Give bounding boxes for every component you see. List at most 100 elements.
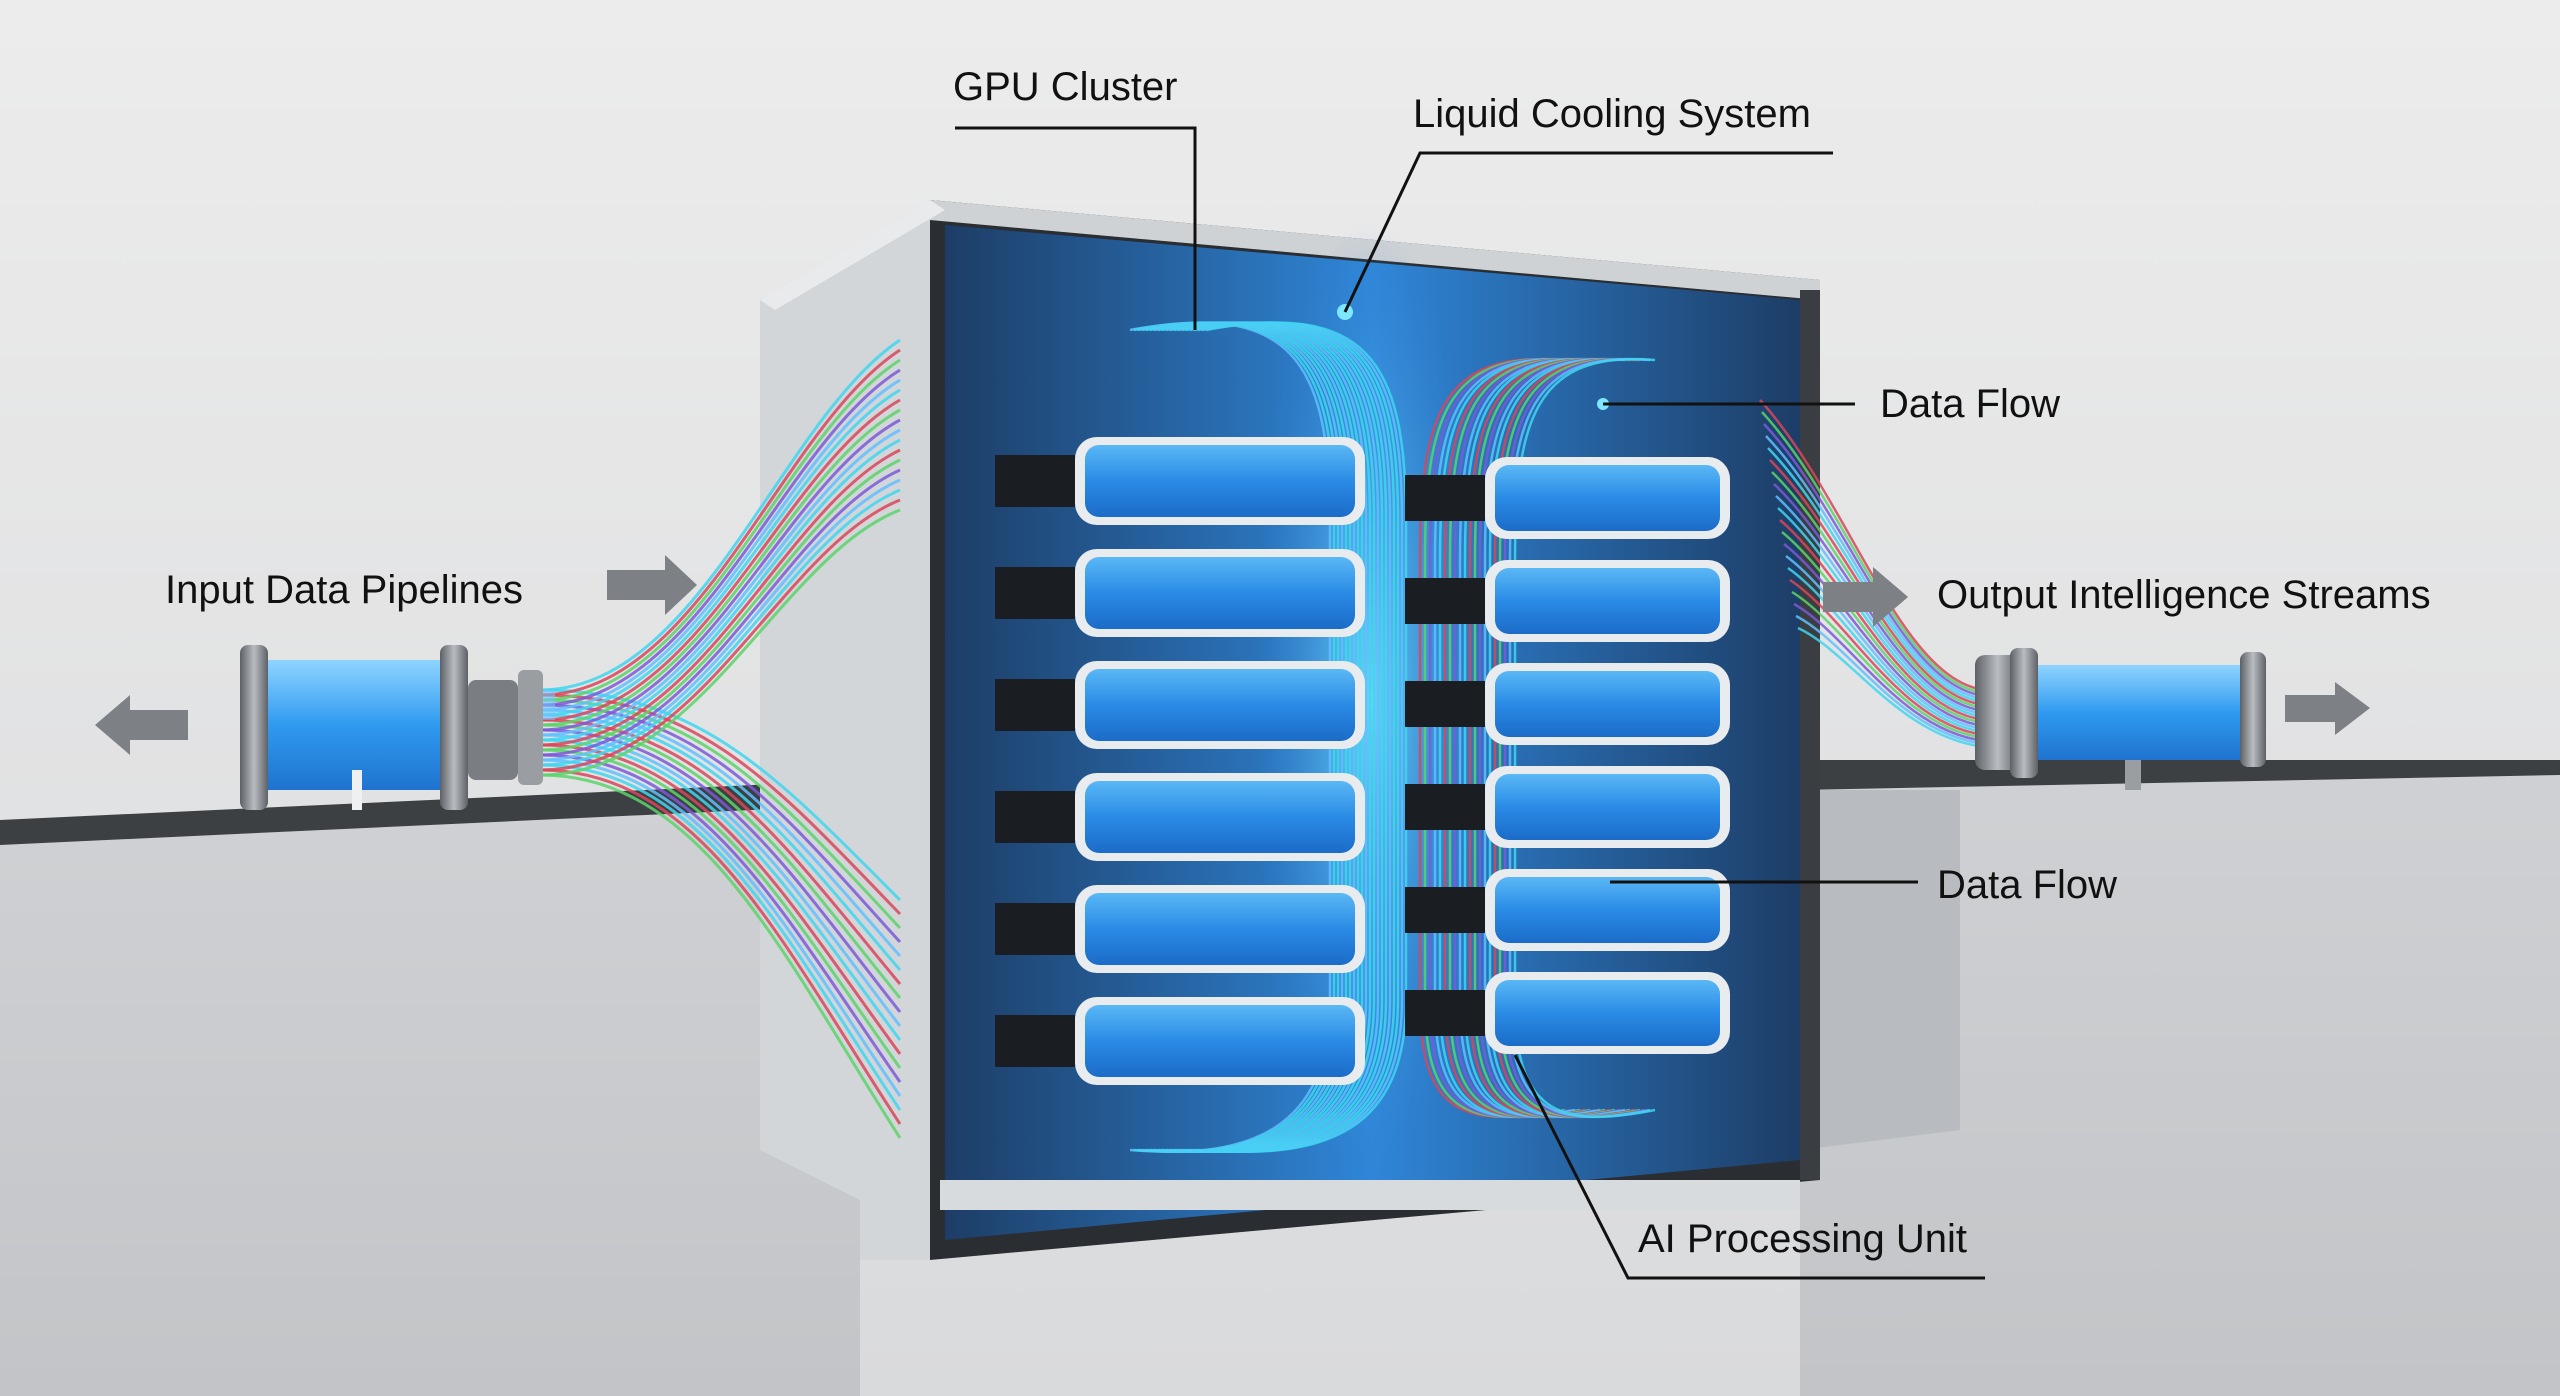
- input-pipe: [240, 645, 555, 810]
- module-coolant-core: [1085, 781, 1355, 853]
- arrow-right-icon: [1823, 567, 1908, 627]
- output-cable: [1791, 590, 1986, 740]
- input-cable: [539, 468, 901, 757]
- label-liquid-cooling-system: Liquid Cooling System: [1413, 92, 1811, 136]
- output-cable: [1779, 519, 1986, 722]
- gpu-module-left: [995, 661, 1365, 749]
- module-rack-board: [1405, 990, 1485, 1036]
- input-cable: [539, 398, 901, 722]
- input-cable: [539, 758, 902, 1097]
- input-cable: [539, 768, 902, 1125]
- input-cable: [539, 418, 901, 732]
- output-cable: [1795, 614, 1986, 746]
- module-rack-board: [995, 567, 1075, 619]
- module-rack-board: [1405, 887, 1485, 933]
- gpu-module-right: [1405, 663, 1730, 745]
- output-pipe-stand: [2125, 760, 2141, 790]
- module-coolant-core: [1495, 980, 1720, 1046]
- enclosure-top-edge: [760, 200, 945, 310]
- input-cable: [539, 358, 901, 702]
- input-cable: [539, 388, 901, 717]
- gpu-module-group: [995, 437, 1730, 1085]
- module-rack-board: [995, 903, 1075, 955]
- module-coolant-core: [1495, 774, 1720, 840]
- gpu-module-left: [995, 773, 1365, 861]
- input-pipe-coupler-ring: [518, 670, 543, 785]
- module-rack-board: [1405, 475, 1485, 521]
- output-pipe-tank: [2020, 665, 2250, 760]
- enclosure-right-post: [1800, 290, 1820, 1180]
- output-cable: [1781, 531, 1986, 725]
- input-cable: [539, 448, 901, 747]
- output-cable: [1789, 578, 1986, 737]
- enclosure-bottom-rail: [940, 1180, 1800, 1210]
- gpu-module-right: [1405, 560, 1730, 642]
- output-cable: [1777, 507, 1986, 719]
- module-rack-board: [1405, 578, 1485, 624]
- leader-lines: [955, 126, 1985, 1280]
- label-output-intelligence-streams: Output Intelligence Streams: [1937, 573, 2431, 617]
- right-pedestal: [1800, 760, 2560, 1396]
- module-coolant-core: [1495, 877, 1720, 943]
- leader-ai-processing-unit: [1513, 1054, 1985, 1280]
- left-pedestal: [0, 805, 860, 1396]
- module-coolant-core: [1495, 568, 1720, 634]
- output-cable: [1787, 566, 1986, 734]
- input-cable: [539, 773, 902, 1139]
- input-cable: [539, 368, 901, 707]
- output-cable: [1785, 555, 1986, 731]
- module-rack-board: [995, 455, 1075, 507]
- input-pipe-stand: [352, 770, 362, 810]
- module-coolant-core: [1085, 445, 1355, 517]
- label-data-flow-bottom: Data Flow: [1937, 863, 2117, 907]
- label-input-data-pipelines: Input Data Pipelines: [165, 568, 523, 612]
- gpu-module-left: [995, 997, 1365, 1085]
- output-pipe-coupler: [1975, 655, 2020, 770]
- output-pipe: [1975, 648, 2266, 790]
- input-pipe-coupler: [468, 680, 518, 780]
- output-cable: [1783, 543, 1986, 728]
- input-cable: [539, 348, 901, 697]
- gpu-module-right: [1405, 972, 1730, 1054]
- output-pipe-flange-right: [2240, 652, 2266, 767]
- module-rack-board: [1405, 784, 1485, 830]
- input-cable: [539, 688, 902, 902]
- right-pedestal-shadow: [1800, 790, 1960, 1150]
- input-cable: [539, 408, 901, 727]
- label-gpu-cluster: GPU Cluster: [953, 65, 1178, 109]
- output-cable: [1793, 602, 1986, 743]
- input-pipe-tank: [255, 660, 455, 790]
- gpu-module-left: [995, 549, 1365, 637]
- module-coolant-core: [1495, 465, 1720, 531]
- gpu-module-right: [1405, 766, 1730, 848]
- input-arrow-left: [95, 695, 188, 755]
- input-cable: [539, 478, 901, 762]
- module-coolant-core: [1085, 669, 1355, 741]
- module-rack-board: [995, 679, 1075, 731]
- module-coolant-core: [1085, 893, 1355, 965]
- input-cable: [539, 498, 901, 772]
- output-cable: [1797, 626, 1986, 749]
- input-cable: [539, 488, 901, 767]
- module-rack-board: [995, 791, 1075, 843]
- arrow-left-icon: [95, 695, 188, 755]
- gpu-module-left: [995, 885, 1365, 973]
- data-cable: [1513, 357, 1656, 1119]
- enclosure-left-panel: [760, 200, 930, 1260]
- output-arrow-right-upper: [1823, 567, 1908, 627]
- label-data-flow-top: Data Flow: [1880, 382, 2060, 426]
- arrow-right-icon: [607, 555, 697, 615]
- left-floor-mat: [0, 780, 860, 845]
- module-coolant-core: [1085, 1005, 1355, 1077]
- input-cable: [539, 508, 901, 777]
- leader-gpu-cluster: [955, 126, 1197, 330]
- module-rack-board: [1405, 681, 1485, 727]
- module-rack-board: [995, 1015, 1075, 1067]
- arrow-right-icon: [2285, 682, 2370, 735]
- input-cable: [539, 458, 901, 752]
- module-coolant-core: [1085, 557, 1355, 629]
- gpu-module-left: [995, 437, 1365, 525]
- input-cable: [539, 763, 902, 1111]
